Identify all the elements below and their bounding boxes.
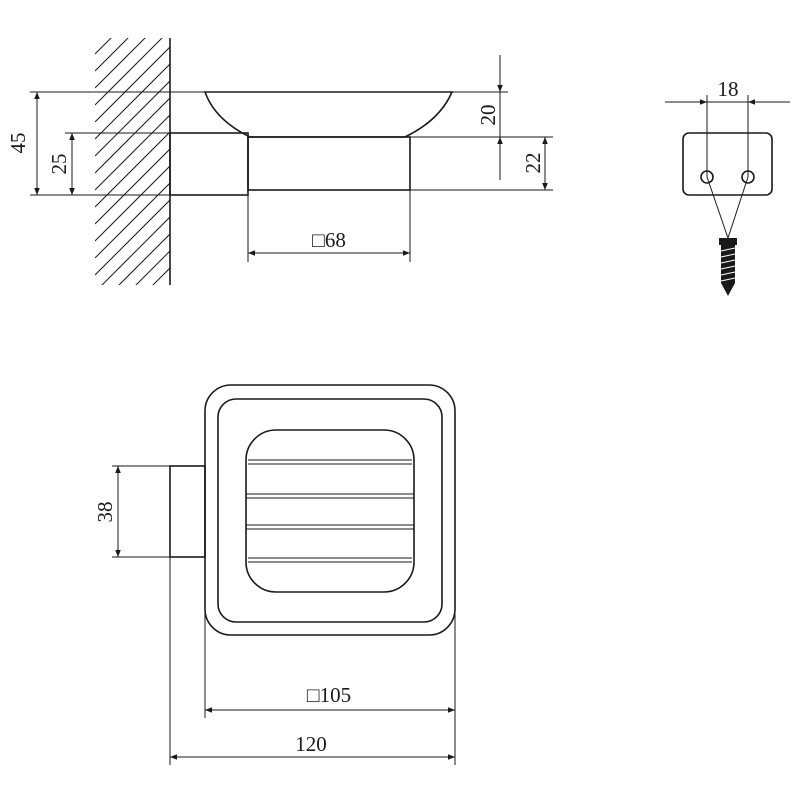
hatch-line (95, 297, 175, 377)
wall-hatch (95, 0, 175, 377)
top-view: 38 □105 120 (93, 384, 456, 765)
hatch-line (95, 199, 170, 276)
screw-icon (719, 238, 737, 296)
bracket (169, 132, 249, 196)
hatch-line (95, 38, 146, 89)
grate-slats (246, 459, 414, 563)
dish-outer (204, 384, 456, 636)
mount-view: 18 (665, 77, 790, 296)
hatch-line (135, 250, 170, 285)
dim-25-label: 25 (47, 154, 71, 175)
hatch-line (95, 148, 170, 225)
mount-plate (682, 132, 773, 196)
dim-38-label: 38 (93, 502, 117, 523)
dim-105-label: □105 (307, 683, 351, 707)
soap-grate (245, 429, 415, 593)
hatch-line (95, 80, 170, 157)
hatch-line (152, 267, 170, 285)
hatch-line (95, 114, 170, 191)
side-view: 45 25 20 22 □68 (6, 0, 553, 377)
hatch-line (95, 182, 170, 259)
hatch-line (101, 216, 170, 285)
dim-120-label: 120 (295, 732, 327, 756)
dim-22-label: 22 (521, 153, 545, 174)
hatch-line (95, 38, 112, 55)
hatch-line (95, 63, 170, 140)
dish-inner (217, 398, 443, 623)
dim-18-label: 18 (718, 77, 739, 101)
hatch-line (95, 165, 170, 242)
dim-45-label: 45 (6, 133, 30, 154)
dim-20-label: 20 (476, 105, 500, 126)
hatch-line (95, 38, 129, 72)
hatch-line (95, 38, 163, 106)
hatch-line (95, 131, 170, 208)
bracket-top (169, 465, 206, 558)
hatch-line (95, 46, 170, 123)
dim-68-label: □68 (312, 228, 346, 252)
hatch-line (95, 0, 175, 20)
dish-bowl (203, 91, 454, 138)
hatch-line (169, 284, 170, 285)
base-block (247, 136, 411, 191)
screw-hole-icon (741, 170, 755, 184)
hatch-line (118, 233, 170, 285)
screw-hole-icon (700, 170, 714, 184)
hatch-line (95, 0, 175, 37)
